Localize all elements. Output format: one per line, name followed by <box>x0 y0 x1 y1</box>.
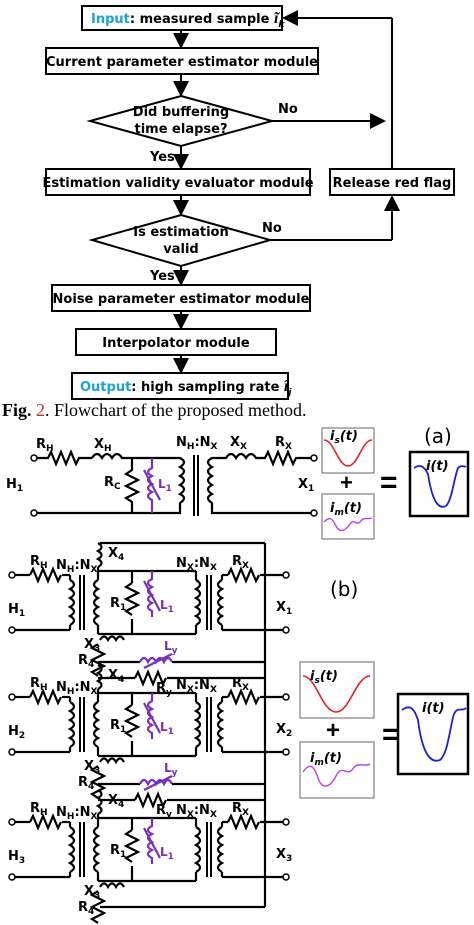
b-NHNX-2: NH:NX <box>56 680 98 697</box>
b-R1-1: R1 <box>110 596 126 613</box>
b-X3-3: X3 <box>84 884 100 901</box>
b-X-1: X1 <box>276 600 292 617</box>
b-Ry-1: Ry <box>156 681 172 698</box>
b-im-label: im(t) <box>310 751 342 768</box>
circuit-a: RH XH NH:NX XX RX H1 RC L1 X1 is(t) + im… <box>6 424 470 540</box>
a-RH: RH <box>36 437 54 454</box>
yes2-label: Yes <box>149 269 175 284</box>
input-label: Input: measured sample ĩk <box>91 10 285 30</box>
decision1-line1: Did buffering <box>133 105 229 120</box>
a-im-label: im(t) <box>330 501 362 518</box>
a-XX: XX <box>230 435 247 452</box>
a-RC: RC <box>104 475 121 492</box>
b-X3-1: X3 <box>84 637 100 654</box>
b-is-label: is(t) <box>310 669 338 686</box>
red-flag-label: Release red flag <box>333 176 452 191</box>
decision-buffering <box>86 94 276 148</box>
b-plus: + <box>326 717 340 744</box>
noise-parameter-label: Noise parameter estimator module <box>53 292 310 307</box>
b-NXNX-1: NX:NX <box>176 556 217 573</box>
b-RH-2: RH <box>30 676 48 693</box>
b-Ly-1: Ly <box>164 639 178 656</box>
validity-box <box>45 168 311 196</box>
b-R1-3: R1 <box>110 843 126 860</box>
b-R4-3: R4 <box>78 900 94 917</box>
b-it-label: i(t) <box>422 701 445 716</box>
decision-valid <box>88 213 274 268</box>
b-H-2: H2 <box>8 724 25 741</box>
a-equals: = <box>380 466 398 499</box>
b-NXNX-3: NX:NX <box>176 803 217 820</box>
no1-label: No <box>278 102 298 117</box>
yes1-label: Yes <box>149 150 175 165</box>
a-RX: RX <box>275 435 292 452</box>
a-tag: (a) <box>424 424 452 448</box>
decision2-line1: Is estimation <box>133 225 229 240</box>
a-plus: + <box>340 470 353 495</box>
b-Ry-2: Ry <box>156 803 172 820</box>
b-im-wave-box <box>299 741 375 799</box>
decision2-line2: valid <box>163 242 198 257</box>
b-is-wave-box <box>299 661 375 719</box>
b-NXNX-2: NX:NX <box>176 678 217 695</box>
b-X4-1: X4 <box>108 546 124 563</box>
a-XH: XH <box>94 437 112 454</box>
a-ratio: NH:NX <box>176 435 218 452</box>
a-L1: L1 <box>158 477 172 494</box>
b-H-3: H3 <box>8 849 25 866</box>
b-RH-3: RH <box>30 801 48 818</box>
b-R4-2: R4 <box>78 775 94 792</box>
b-L1-1: L1 <box>160 598 174 615</box>
a-H1: H1 <box>6 477 23 494</box>
b-RH-1: RH <box>30 554 48 571</box>
b-X3-2: X3 <box>84 759 100 776</box>
b-NHNX-1: NH:NX <box>56 558 98 575</box>
b-X4-3: X4 <box>108 793 124 810</box>
interpolator-box <box>75 328 277 356</box>
b-RX-1: RX <box>232 554 249 571</box>
decision1-line2: time elapse? <box>134 122 227 137</box>
b-R4-1: R4 <box>78 653 94 670</box>
flowchart: Input: measured sample ĩk Current parame… <box>42 5 455 400</box>
b-L1-3: L1 <box>160 845 174 862</box>
b-Ly-2: Ly <box>164 761 178 778</box>
b-NHNX-3: NH:NX <box>56 805 98 822</box>
figure-caption: Fig. 2. Flowchart of the proposed method… <box>2 400 306 420</box>
b-equals: = <box>382 718 400 751</box>
output-box <box>71 372 289 400</box>
current-parameter-label: Current parameter estimator module <box>46 55 318 70</box>
b-L1-2: L1 <box>160 720 174 737</box>
a-is-label: is(t) <box>330 429 358 446</box>
b-X-2: X2 <box>276 722 292 739</box>
b-waveforms: is(t) + im(t) = i(t) <box>299 661 470 799</box>
b-X-3: X3 <box>276 847 292 864</box>
b-R1-2: R1 <box>110 718 126 735</box>
no2-label: No <box>262 221 282 236</box>
validity-label: Estimation validity evaluator module <box>42 176 313 191</box>
interpolator-label: Interpolator module <box>102 336 250 351</box>
a-X1: X1 <box>298 477 314 494</box>
output-label: Output: high sampling rate îj <box>80 378 292 398</box>
b-RX-2: RX <box>232 676 249 693</box>
b-X4-2: X4 <box>108 668 124 685</box>
b-RX-3: RX <box>232 801 249 818</box>
a-im-wave-box <box>321 493 375 540</box>
b-tag: (b) <box>330 577 358 601</box>
a-it-label: i(t) <box>426 459 449 474</box>
b-H-1: H1 <box>8 602 25 619</box>
noise-parameter-box <box>51 284 311 312</box>
